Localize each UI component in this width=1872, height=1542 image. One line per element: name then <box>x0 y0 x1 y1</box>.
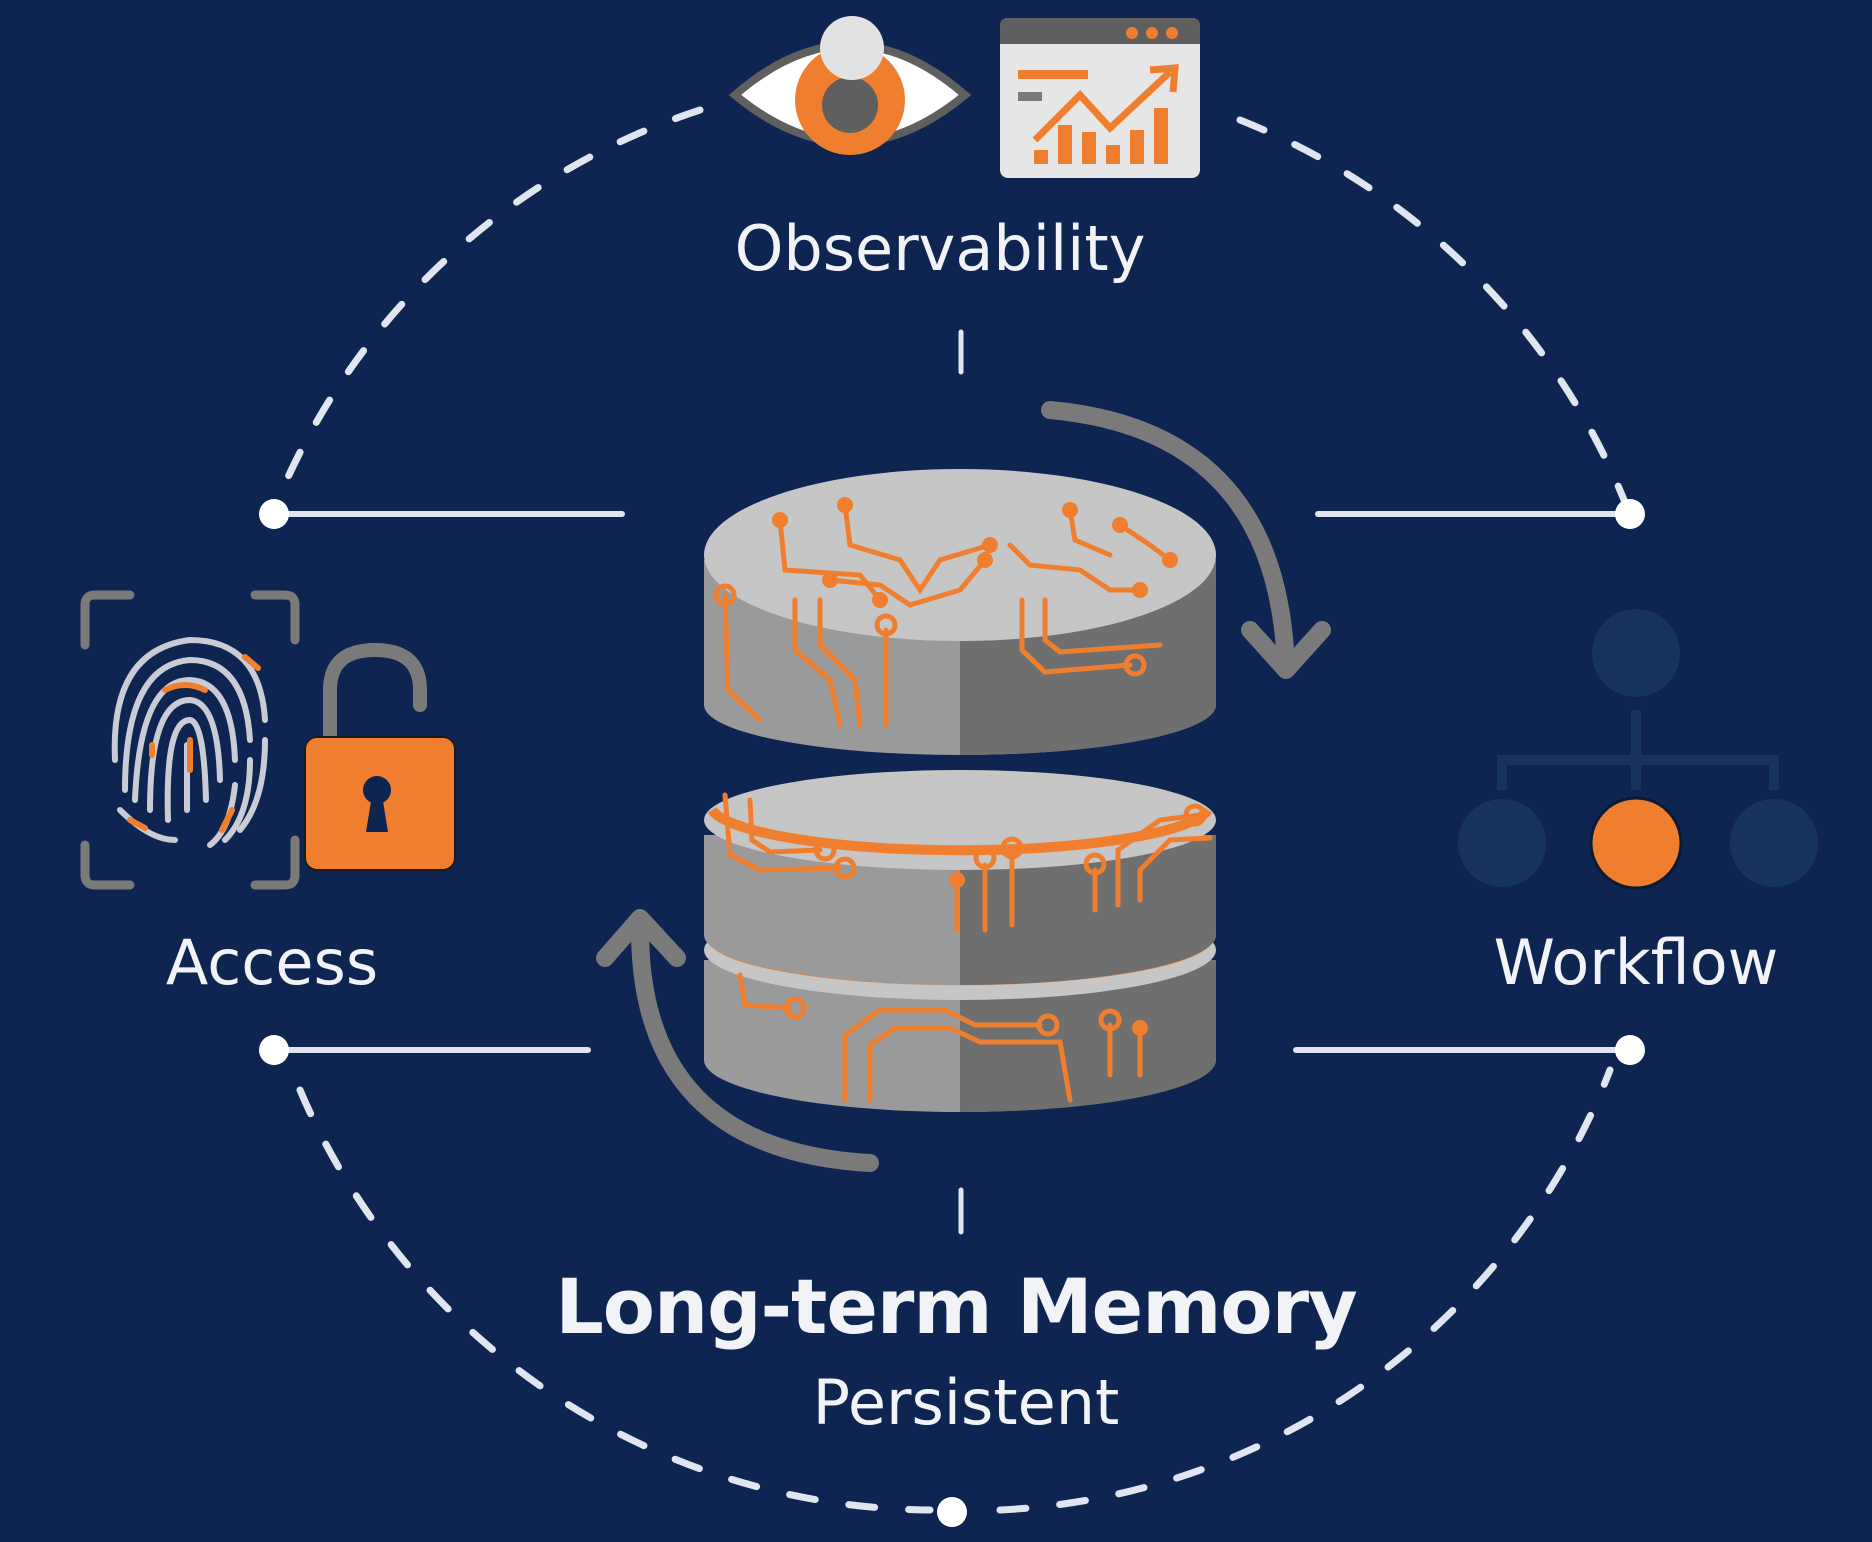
unlocked-padlock-icon <box>304 642 456 871</box>
analytics-dashboard-icon <box>1000 18 1200 178</box>
access-label: Access <box>165 926 379 999</box>
clockwise-arrow-icon <box>1041 401 1331 679</box>
ring-arc-bottom-left <box>296 1086 934 1514</box>
center-title: Long-term Memory <box>555 1262 1357 1351</box>
eye-icon <box>728 16 972 155</box>
center-subtitle: Persistent <box>812 1366 1120 1439</box>
workflow-hierarchy-icon <box>1458 609 1818 890</box>
ring-arc-top-left <box>266 106 704 524</box>
workflow-label: Workflow <box>1493 926 1779 999</box>
ring-arc-top-right <box>1236 116 1634 519</box>
connector-dot-top-left <box>259 499 289 529</box>
observability-label: Observability <box>734 212 1146 285</box>
counter-clockwise-arrow-icon <box>596 909 879 1172</box>
circuit-database-icon <box>704 469 1216 1112</box>
ring-arc-bottom-right <box>996 1066 1614 1514</box>
connector-dot-bottom-right <box>1615 1035 1645 1065</box>
dashed-ring <box>266 106 1634 1514</box>
connector-dot-bottom <box>937 1497 967 1527</box>
connector-dot-bottom-left <box>259 1035 289 1065</box>
fingerprint-scan-icon <box>80 590 300 890</box>
connector-dot-top-right <box>1615 499 1645 529</box>
